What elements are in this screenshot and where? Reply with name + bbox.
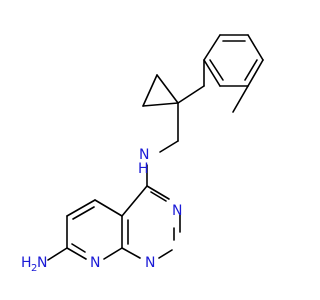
- double-bond-inner: [244, 59, 258, 81]
- amine-nh-n: N: [139, 147, 149, 163]
- bond: [66, 247, 87, 260]
- pyrimidine-n-lower: N: [145, 255, 155, 271]
- cyclopropane-ring: [142, 74, 179, 107]
- bond: [66, 199, 96, 217]
- amine-nh-h: H: [138, 161, 149, 177]
- pyridine-ring: [66, 199, 123, 260]
- bond: [142, 74, 158, 107]
- bond: [203, 34, 221, 61]
- pyrimidine-ring: [121, 185, 181, 259]
- pyridine-n: N: [90, 255, 100, 271]
- bond: [247, 34, 264, 61]
- bond: [158, 249, 173, 259]
- bond: [121, 185, 148, 217]
- double-bond-inner: [71, 243, 86, 253]
- bond: [159, 140, 179, 153]
- structure-canvas: N H N N N H 2 N: [21, 34, 264, 274]
- amino-h: H: [21, 255, 32, 271]
- bond: [47, 247, 68, 261]
- double-bond-inner: [72, 206, 95, 220]
- bond: [121, 247, 141, 259]
- bond: [247, 59, 264, 87]
- bond: [203, 59, 221, 87]
- amino-label: H 2 N: [21, 255, 47, 274]
- molecule-drawing: N H N N N H 2 N: [21, 34, 264, 274]
- double-bond-inner: [209, 59, 224, 81]
- double-bond-inner: [150, 191, 167, 202]
- bond: [103, 247, 123, 260]
- pyrimidine-n-upper: N: [172, 203, 182, 219]
- bond: [177, 85, 205, 104]
- amino-subscript: 2: [31, 263, 37, 274]
- amino-n: N: [37, 255, 47, 271]
- bond: [146, 185, 170, 200]
- tolyl-ring: [203, 34, 264, 87]
- methyl-bond: [232, 85, 249, 113]
- bond: [94, 199, 123, 217]
- bond: [156, 74, 179, 104]
- bond: [142, 102, 179, 107]
